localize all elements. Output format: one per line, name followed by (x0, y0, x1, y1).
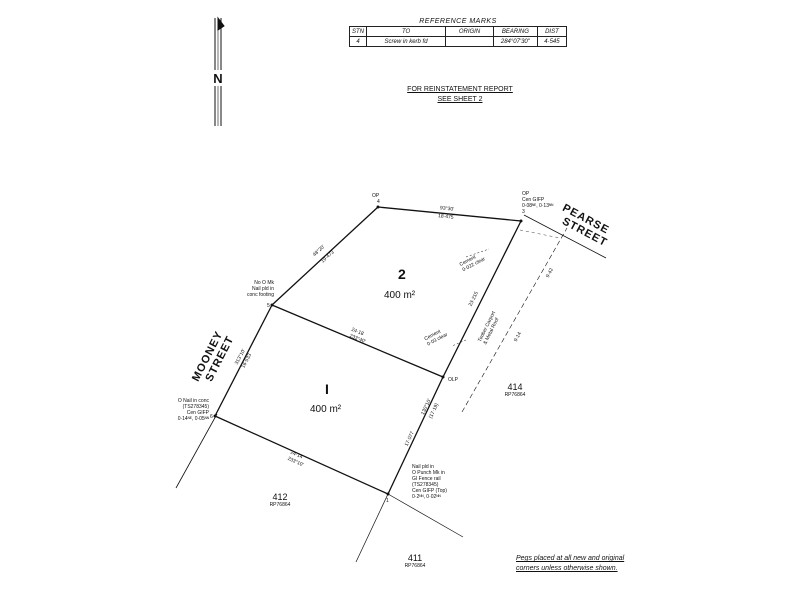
north-letter: N (213, 71, 223, 86)
col-to: TO (365, 26, 447, 37)
reinstatement-line2: SEE SHEET 2 (437, 96, 483, 103)
reference-marks-table: REFERENCE MARKS STN TO ORIGIN BEARING DI… (349, 17, 568, 47)
corner3-line2: Cen GIFP (522, 197, 545, 203)
corner1-line2: O Punch Mk in (412, 470, 445, 476)
corner6-line1: O Nail in conc (177, 398, 209, 404)
footnote-line1: Pegs placed at all new and original (516, 555, 625, 562)
corner1-label: Nail pld in O Punch Mk in GI Fence rail … (412, 464, 447, 500)
lot1-number: I (325, 381, 329, 397)
op-top-label: OP (372, 193, 380, 199)
col-dist: DIST (536, 26, 568, 37)
corner5-line2: Nail pld in (252, 286, 274, 292)
lot-boundaries (214, 206, 522, 495)
station-1: 1 (386, 498, 389, 504)
lot-414-plan: RP76864 (504, 392, 526, 398)
corner3-line3: 0·08ᴺᴱ, 0·13ᴺᴺ (522, 203, 554, 209)
adjoining-lot-411: 411 RP76864 (397, 553, 433, 569)
corner5-line1: No O Mk (254, 280, 274, 286)
corner6-line3: Cen GIFP (186, 410, 209, 416)
col-stn: STN (349, 26, 367, 37)
lot2-area: 400 m² (384, 290, 416, 301)
col-bearing: BEARING (492, 26, 538, 37)
corner1-line4: (TS278345) (412, 482, 439, 488)
footnote-line2: corners unless otherwise shown. (516, 565, 618, 572)
reinstatement-note: FOR REINSTATEMENT REPORT SEE SHEET 2 (380, 85, 540, 105)
station-3: 3 (522, 209, 525, 215)
lot1-area: 400 m² (310, 404, 342, 415)
pegs-footnote: Pegs placed at all new and original corn… (516, 554, 624, 574)
corner3-label: OP Cen GIFP 0·08ᴺᴱ, 0·13ᴺᴺ 3 (522, 191, 553, 215)
adjoining-lot-414: 414 RP76864 (497, 382, 533, 398)
station-6: 6 (210, 414, 213, 420)
lot2-number: 2 (398, 266, 406, 282)
cell-origin (445, 36, 494, 47)
lot-412-plan: RP76864 (269, 502, 291, 508)
lot-411-id: 411 (407, 553, 423, 563)
corner5-label: No O Mk Nail pld in conc footing (234, 280, 274, 298)
reference-marks-header-row: STN TO ORIGIN BEARING DIST (349, 26, 568, 37)
cell-dist: 4·545 (536, 36, 568, 47)
adjoining-lot-412: 412 RP76864 (262, 492, 298, 508)
pearse-street-line (523, 214, 607, 259)
reference-marks-title: REFERENCE MARKS (419, 18, 497, 25)
corner6-line4: 0·14ᴺᴱ, 0·05ᴺᴺ (177, 416, 209, 422)
corner1-line3: GI Fence rail (412, 476, 441, 482)
corner6-label: O Nail in conc (TS278345) Cen GIFP 0·14ᴺ… (167, 398, 209, 422)
lot-414-id: 414 (507, 382, 523, 392)
corner1-line5: Cen GIFP (Top) (412, 488, 447, 494)
corner1-line1: Nail pld in (412, 464, 434, 470)
corner5-line3: conc footing (247, 292, 274, 298)
mooney-street-line (175, 413, 218, 489)
cell-bearing: 284°07'30" (492, 36, 538, 47)
table-row: 4 Screw in kerb fd 284°07'30" 4·545 (349, 36, 568, 47)
station-4: 4 (377, 199, 380, 205)
cell-to: Screw in kerb fd (365, 36, 447, 47)
cell-stn: 4 (349, 36, 367, 47)
lot-411-plan: RP76864 (404, 563, 426, 569)
olp-label: OLP (448, 377, 459, 383)
lot-412-id: 412 (272, 492, 288, 502)
corner6-line2: (TS278345) (182, 404, 209, 410)
corner1-line6: 0·2ᴺᴺ, 0·02ᴺᴺ (412, 494, 441, 500)
pearse-street-far-line (461, 227, 568, 413)
station-5: 5 (267, 303, 270, 309)
col-origin: ORIGIN (445, 26, 494, 37)
reinstatement-line1: FOR REINSTATEMENT REPORT (407, 86, 513, 93)
corner3-line1: OP (522, 191, 530, 197)
